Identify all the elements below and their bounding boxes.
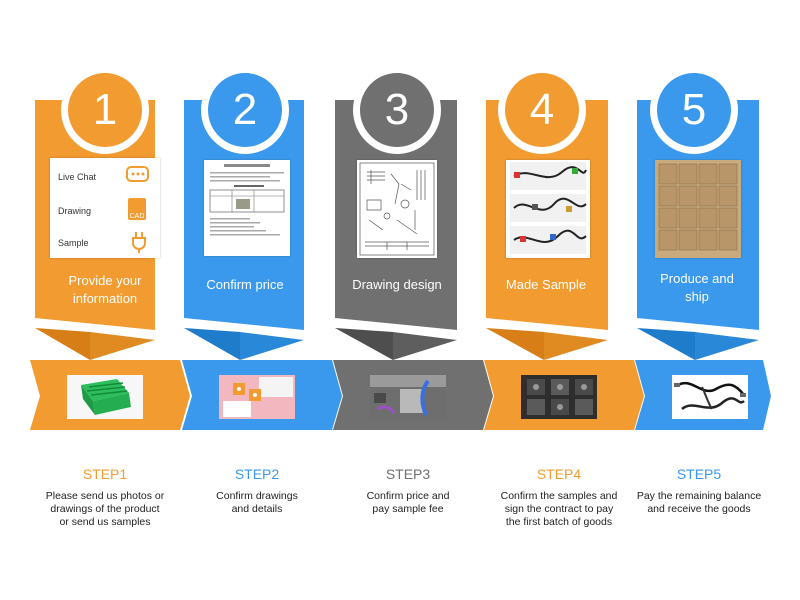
step-desc-3: Confirm price and pay sample fee [333, 490, 483, 516]
cad-text: CAD [129, 213, 145, 220]
step-desc-1: Please send us photos or drawings of the… [30, 490, 180, 529]
technical-drawing-image [357, 160, 437, 258]
label-line: Provide your [68, 273, 142, 288]
step-title-1: STEP1 [82, 466, 128, 482]
sample-photo-cables [672, 375, 748, 419]
live-chat-label: Live Chat [58, 172, 97, 182]
step-label-5: Produce and ship [635, 270, 759, 306]
info-card: Live Chat Drawing CAD Sample [50, 158, 160, 258]
step-column-4: 4 Made Sample STEP4 Confirm the sampl [484, 0, 644, 600]
step-label-3: Drawing design [333, 276, 461, 294]
desc-line: Pay the remaining balance [636, 490, 762, 502]
label-line: Confirm price [206, 277, 284, 292]
step-label-2: Confirm price [182, 276, 308, 294]
step-column-3: 3 Drawing design STEP3 Co [333, 0, 493, 600]
drawing-label: Drawing [58, 206, 92, 216]
desc-line: and receive the goods [647, 503, 751, 515]
cad-file-icon: CAD [128, 198, 146, 220]
step-title-5: STEP5 [676, 466, 722, 482]
desc-line: Confirm the samples and [500, 490, 618, 502]
plug-icon [132, 232, 146, 253]
desc-line: Please send us photos or [45, 490, 165, 502]
step-title-3: STEP3 [385, 466, 431, 482]
sample-photo-green-tray [67, 375, 143, 419]
step-column-5: 5 Produce and ship STEP5 [635, 0, 785, 600]
sample-label: Sample [58, 238, 89, 248]
sample-photo-mold [521, 375, 597, 419]
label-line: information [72, 291, 138, 306]
step-label-1: Provide your information [30, 272, 180, 308]
step-column-2: 2 Confirm price [182, 0, 342, 600]
step-number-4: 4 [529, 85, 555, 134]
step-desc-2: Confirm drawings and details [182, 490, 332, 516]
desc-line: the first batch of goods [505, 516, 613, 528]
sample-photo-rubber-parts [219, 375, 295, 419]
step-number-5: 5 [681, 85, 707, 134]
step-title-2: STEP2 [234, 466, 280, 482]
desc-line: drawings of the product [50, 503, 160, 515]
step-number-2: 2 [232, 85, 258, 134]
step-number-3: 3 [384, 85, 410, 134]
step-number-1: 1 [92, 85, 118, 134]
sample-photo-workshop [370, 375, 446, 419]
desc-line: sign the contract to pay [504, 503, 614, 515]
desc-line: Confirm price and [366, 490, 450, 502]
packed-cartons-image [655, 160, 741, 258]
desc-line: or send us samples [59, 516, 151, 528]
desc-line: and details [231, 503, 283, 515]
desc-line: pay sample fee [372, 503, 444, 515]
step-label-4: Made Sample [484, 276, 608, 294]
label-line: Produce and [660, 271, 734, 286]
step-desc-4: Confirm the samples and sign the contrac… [484, 490, 634, 529]
price-document-image [204, 160, 290, 256]
desc-line: Confirm drawings [216, 490, 298, 502]
cable-harness-image [506, 160, 590, 258]
label-line: Made Sample [505, 277, 587, 292]
step-column-1: 1 Live Chat Drawing CAD Sample Provide y… [30, 0, 190, 600]
label-line: ship [685, 289, 709, 304]
label-line: Drawing design [352, 277, 442, 292]
chat-icon [126, 166, 149, 182]
step-desc-5: Pay the remaining balance and receive th… [635, 490, 763, 516]
step-title-4: STEP4 [536, 466, 582, 482]
